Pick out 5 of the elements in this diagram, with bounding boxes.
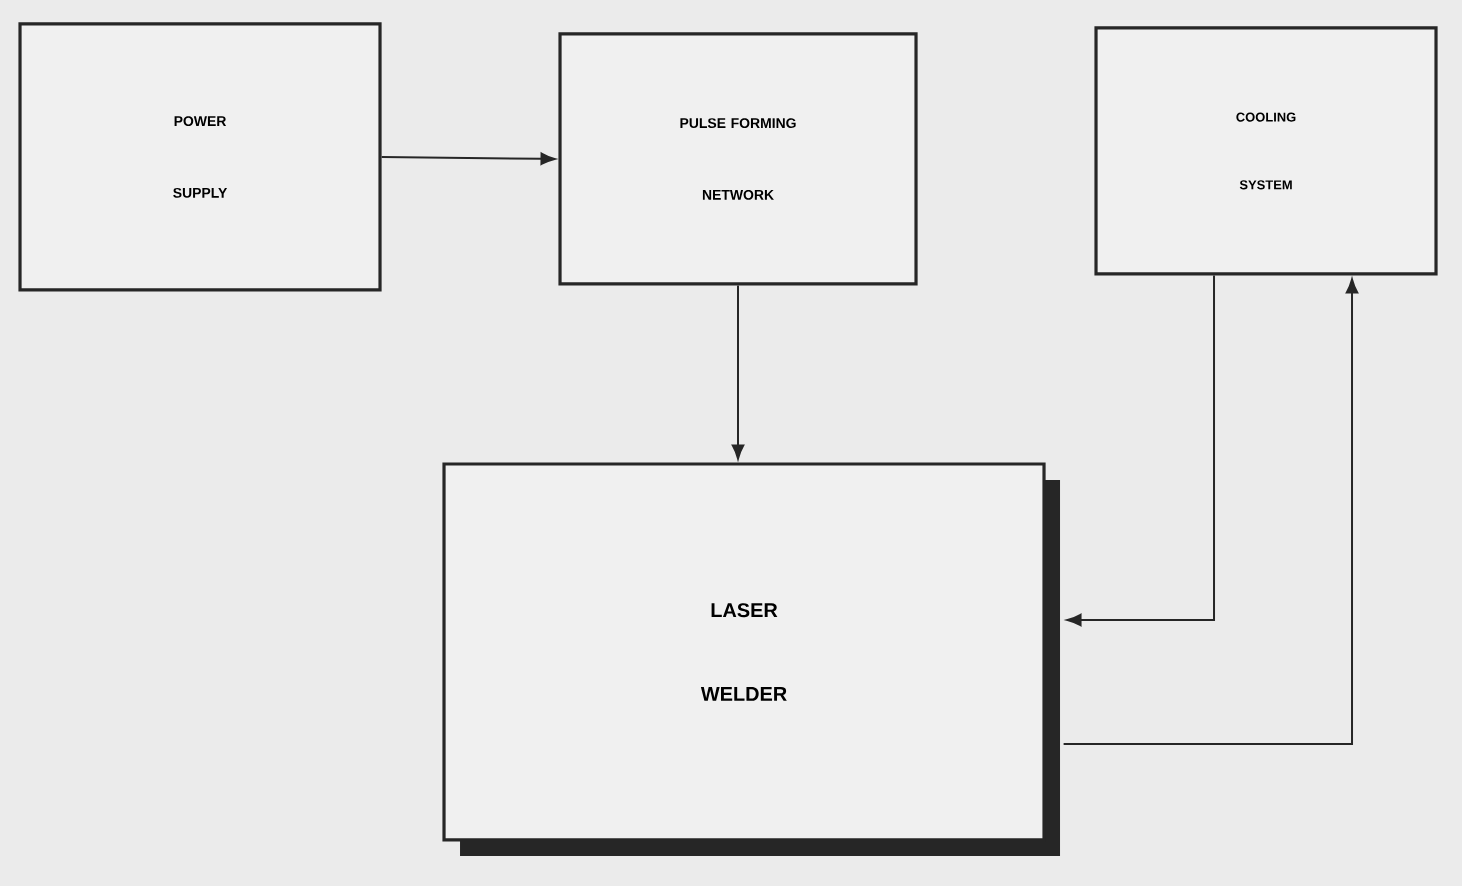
arrow xyxy=(731,284,745,460)
arrow xyxy=(380,152,556,165)
arrow xyxy=(1066,274,1215,627)
arrow xyxy=(1062,278,1359,745)
process-box: LASER WELDER xyxy=(442,462,1060,856)
